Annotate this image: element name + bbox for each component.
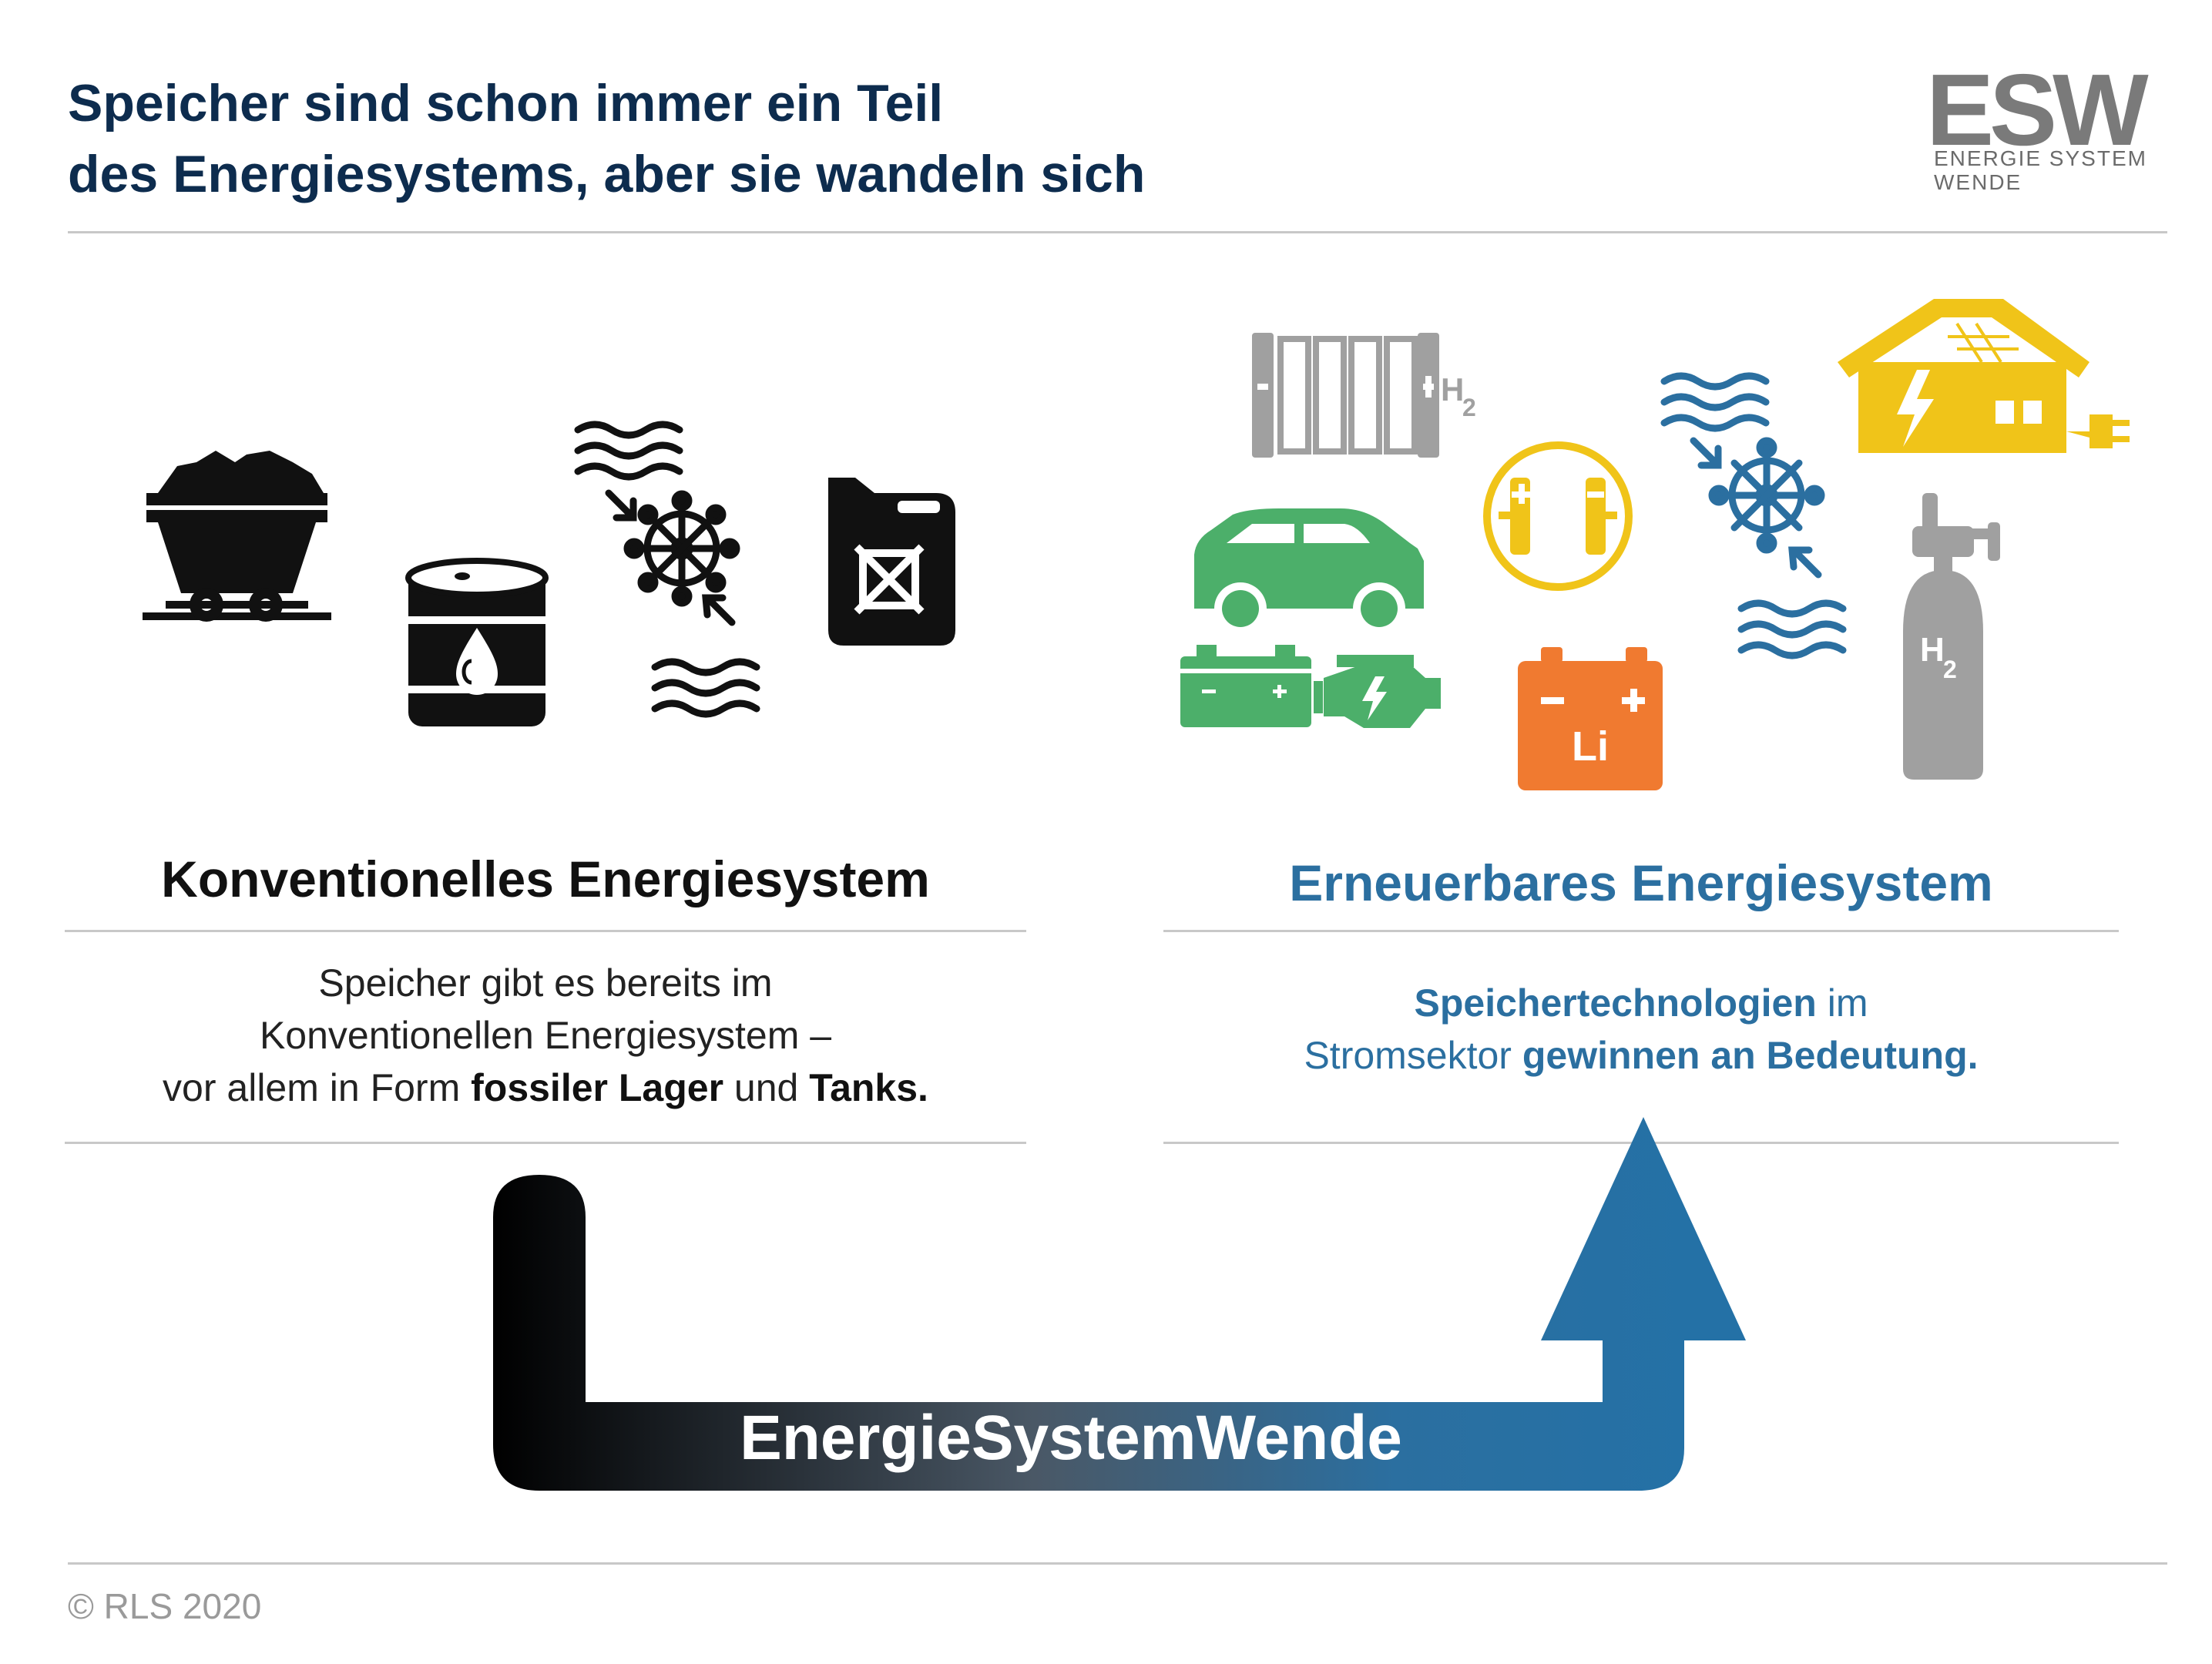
tank-h-label: H: [1920, 631, 1945, 669]
car-battery-icon: [1180, 645, 1311, 727]
conventional-description: Speicher gibt es bereits im Konventionel…: [65, 957, 1026, 1114]
arrow-label: EnergieSystemWende: [740, 1403, 1402, 1473]
oil-barrel-icon: [402, 558, 552, 726]
lithium-battery-icon: Li: [1518, 647, 1663, 790]
header-divider: [68, 231, 2167, 233]
left-desc-line3-pre: vor allem in Form: [163, 1066, 472, 1109]
right-desc-line1: Speichertechnologien im: [1163, 977, 2119, 1029]
electric-car-icon: [1194, 508, 1424, 635]
water-wheel-icon: [574, 421, 760, 718]
right-desc-bold2: gewinnen an Bedeutung.: [1522, 1034, 1979, 1077]
right-desc-line2: Stromsektor gewinnen an Bedeutung.: [1163, 1029, 2119, 1082]
footer-divider: [68, 1562, 2167, 1565]
right-desc-mid1: im: [1816, 981, 1868, 1025]
left-desc-line2: Konventionellen Energiesystem –: [259, 1014, 832, 1057]
capacitor-icon: [1483, 441, 1633, 591]
mine-cart-icon: [143, 451, 331, 622]
arrow-shape: [493, 1117, 1746, 1491]
left-desc-bold2: Tanks.: [809, 1066, 928, 1109]
solar-house-icon: [1838, 299, 2130, 453]
logo-subtitle: ENERGIE SYSTEM WENDE: [1934, 146, 2147, 194]
right-desc-bold1: Speichertechnologien: [1414, 981, 1817, 1025]
left-desc-line1: Speicher gibt es bereits im: [318, 961, 773, 1005]
esw-logo-icon: ESW: [1926, 62, 2153, 166]
water-wheel-icon-blue: [1660, 372, 1847, 659]
logo-mark: ESW: [1926, 62, 2149, 166]
icons-area: H 2: [143, 299, 2130, 790]
left-desc-line3-mid: und: [723, 1066, 810, 1109]
renewable-description: Speichertechnologien im Stromsektor gewi…: [1163, 977, 2119, 1082]
fuel-cell-h-sub: 2: [1462, 394, 1476, 421]
left-divider-bottom: [65, 1142, 1026, 1144]
jerrycan-icon: [828, 478, 955, 646]
left-desc-bold1: fossiler Lager: [471, 1066, 724, 1109]
page-title: Speicher sind schon immer ein Teil des E…: [68, 68, 1532, 210]
hydrogen-tank-icon: H 2: [1903, 493, 2000, 780]
title-line-1: Speicher sind schon immer ein Teil: [68, 74, 944, 133]
fuel-cell-h-label: H: [1441, 371, 1464, 408]
logo-subtitle-line2: WENDE: [1934, 170, 2022, 194]
renewable-title: Erneuerbares Energiesystem: [1289, 854, 1993, 911]
right-divider-top: [1163, 930, 2119, 932]
tank-h-sub: 2: [1943, 656, 1957, 683]
conventional-title: Konventionelles Energiesystem: [161, 850, 930, 907]
right-desc-line2-pre: Stromsektor: [1304, 1034, 1522, 1077]
logo-subtitle-line1: ENERGIE SYSTEM: [1934, 146, 2147, 170]
copyright: © RLS 2020: [68, 1586, 262, 1626]
left-divider-top: [65, 930, 1026, 932]
hydrogen-fuel-cell-icon: H 2: [1252, 333, 1476, 458]
lithium-label: Li: [1572, 723, 1609, 770]
engine-icon: [1314, 655, 1441, 728]
left-desc-line3: vor allem in Form fossiler Lager und Tan…: [65, 1062, 1026, 1114]
title-line-2: des Energiesystems, aber sie wandeln sic…: [68, 145, 1146, 203]
